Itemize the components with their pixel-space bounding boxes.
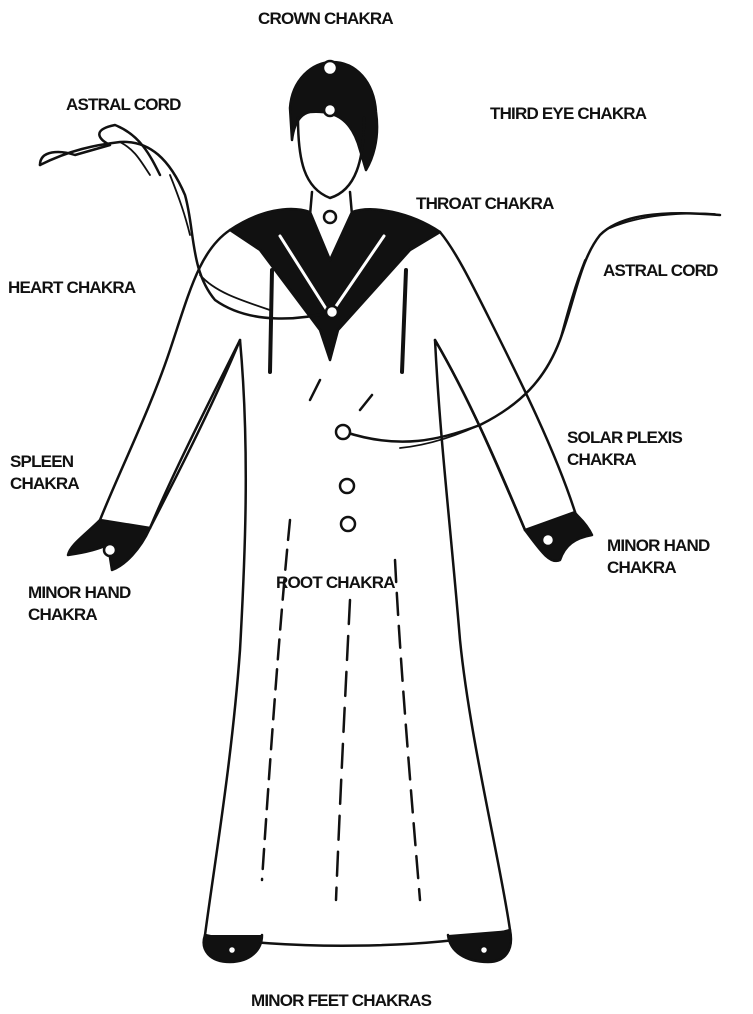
throat-chakra-marker (324, 211, 336, 223)
right-tie (402, 270, 406, 372)
third-eye-chakra-marker (324, 104, 336, 116)
label-spleen-line1: SPLEEN (10, 451, 79, 473)
root-chakra-marker (341, 517, 355, 531)
label-minor-hand-right-line2: CHAKRA (607, 557, 710, 579)
astral-cord-right-twist (400, 213, 715, 448)
robe-fold-3 (395, 560, 420, 900)
label-root-chakra: ROOT CHAKRA (276, 572, 395, 594)
label-minor-hand-chakra-right: MINOR HAND CHAKRA (607, 535, 710, 579)
label-minor-hand-left-line1: MINOR HAND (28, 582, 131, 604)
left-hand-chakra-marker (104, 544, 116, 556)
left-tie (270, 270, 272, 372)
solar-plexis-chakra-marker (336, 425, 350, 439)
label-minor-hand-left-line2: CHAKRA (28, 604, 131, 626)
right-foot (448, 930, 511, 962)
label-solar-plexis-chakra: SOLAR PLEXIS CHAKRA (567, 427, 682, 471)
label-astral-cord-right: ASTRAL CORD (603, 260, 718, 282)
label-spleen-line2: CHAKRA (10, 473, 79, 495)
label-crown-chakra: CROWN CHAKRA (258, 8, 393, 30)
label-solar-plexis-line1: SOLAR PLEXIS (567, 427, 682, 449)
astral-cord-left-tip (40, 125, 160, 175)
label-spleen-chakra: SPLEEN CHAKRA (10, 451, 79, 495)
label-minor-hand-chakra-left: MINOR HAND CHAKRA (28, 582, 131, 626)
collar (230, 209, 440, 360)
robe-fold-4 (310, 380, 372, 410)
heart-chakra-marker (326, 306, 338, 318)
label-minor-feet-chakras: MINOR FEET CHAKRAS (251, 990, 431, 1012)
spleen-chakra-marker (340, 479, 354, 493)
right-foot-chakra-marker (480, 946, 488, 954)
crown-chakra-marker (323, 61, 337, 75)
right-hand (525, 512, 592, 561)
label-heart-chakra: HEART CHAKRA (8, 277, 135, 299)
label-solar-plexis-line2: CHAKRA (567, 449, 682, 471)
right-hand-chakra-marker (542, 534, 554, 546)
robe-fold-2 (336, 600, 350, 900)
left-foot-chakra-marker (228, 946, 236, 954)
label-minor-hand-right-line1: MINOR HAND (607, 535, 710, 557)
label-third-eye-chakra: THIRD EYE CHAKRA (490, 103, 646, 125)
label-astral-cord-left: ASTRAL CORD (66, 94, 181, 116)
label-throat-chakra: THROAT CHAKRA (416, 193, 554, 215)
